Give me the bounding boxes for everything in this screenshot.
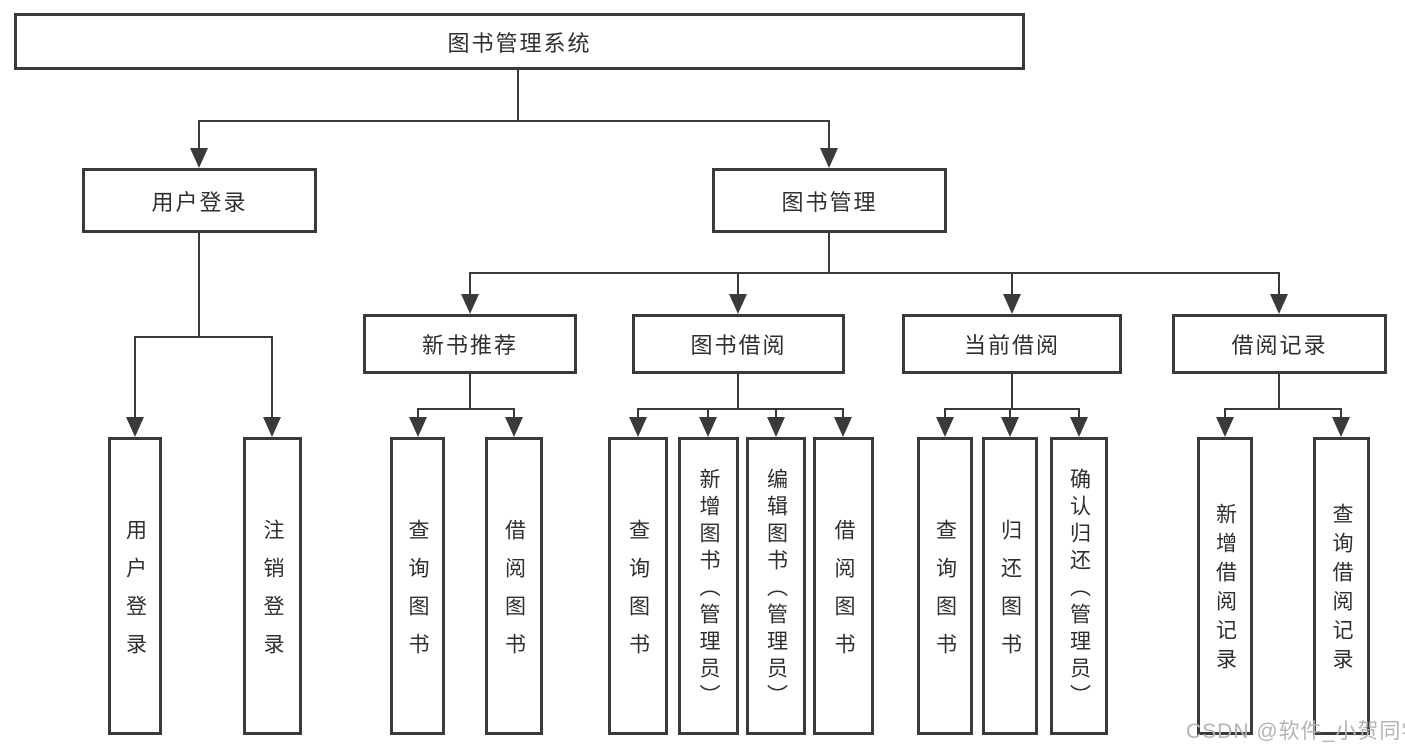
node-label: 当前借阅 [963,333,1060,358]
connector-line [1278,272,1280,296]
node-bb-borrow-books: 借阅图书 [813,437,874,735]
connector-line [198,233,200,336]
connector-line [1224,408,1342,410]
connector-line [775,408,777,420]
node-label: 查询图书 [626,518,650,671]
connector-line [517,70,519,121]
connector-line [944,408,1080,410]
node-label: 借阅记录 [1231,333,1328,358]
node-label: 查询图书 [406,518,429,671]
node-bb-edit-books-admin: 编辑图书（管理员） [746,437,806,735]
node-label: 图书管理 [781,189,878,215]
connector-line [1009,408,1011,420]
node-label: 编辑图书（管理员） [764,467,788,711]
arrow-down-icon [1216,417,1234,437]
node-rec-borrow-books: 借阅图书 [485,437,543,735]
connector-line [134,336,136,418]
connector-line [707,408,709,420]
node-label: 新增图书（管理员） [697,467,720,711]
node-book-management: 图书管理 [712,168,947,233]
arrow-down-icon [190,148,208,168]
node-borrowing-records: 借阅记录 [1172,314,1387,374]
connector-line [469,374,471,408]
connector-line [842,408,844,420]
node-label: 用户登录 [151,189,248,215]
connector-line [828,233,830,272]
node-label: 图书管理系统 [447,30,592,56]
arrow-down-icon [936,417,954,437]
node-label: 查询借阅记录 [1330,503,1353,677]
arrow-down-icon [1332,417,1350,437]
connector-line [469,272,471,296]
node-current-borrowing: 当前借阅 [902,314,1122,374]
connector-line [1078,408,1080,420]
node-cb-confirm-return-admin: 确认归还（管理员） [1050,437,1108,735]
node-label: 归还图书 [998,518,1022,671]
node-label: 图书借阅 [690,333,787,358]
node-logout: 注销登录 [243,437,302,735]
connector-line [637,408,639,420]
connector-line [828,120,830,150]
node-label: 新书推荐 [421,333,518,358]
connector-line [1011,374,1013,408]
connector-line [944,408,946,420]
arrow-down-icon [699,417,717,437]
node-label: 查询图书 [933,518,957,671]
arrow-down-icon [629,417,647,437]
watermark: CSDN @软件_小贺同学 [1186,720,1405,743]
node-cb-query-books: 查询图书 [917,437,973,735]
node-label: 确认归还（管理员） [1067,467,1091,711]
connector-line [1340,408,1342,420]
node-label: 借阅图书 [502,518,526,671]
connector-line [737,374,739,408]
arrow-down-icon [263,417,281,437]
node-bb-query-books: 查询图书 [608,437,668,735]
arrow-down-icon [834,417,852,437]
node-library-management-system: 图书管理系统 [14,13,1025,70]
arrow-down-icon [1070,417,1088,437]
node-br-add-record: 新增借阅记录 [1197,437,1253,735]
node-cb-return-books: 归还图书 [982,437,1038,735]
arrow-down-icon [409,417,427,437]
connector-line [271,336,273,418]
connector-line [1011,272,1013,296]
connector-line [513,408,515,420]
connector-line [469,272,1280,274]
connector-line [198,120,200,150]
arrow-down-icon [820,148,838,168]
connector-line [637,408,844,410]
node-rec-query-books: 查询图书 [390,437,445,735]
arrow-down-icon [126,417,144,437]
connector-line [134,336,273,338]
node-user-login-leaf: 用户登录 [108,437,162,735]
connector-line [417,408,419,420]
node-label: 用户登录 [123,518,147,671]
node-user-login: 用户登录 [82,168,317,233]
node-new-book-recommendation: 新书推荐 [363,314,577,374]
node-br-query-record: 查询借阅记录 [1313,437,1370,735]
connector-line [1278,374,1280,408]
connector-line [737,272,739,296]
arrow-down-icon [1270,294,1288,314]
arrow-down-icon [1001,417,1019,437]
connector-line [1224,408,1226,420]
node-book-borrowing: 图书借阅 [632,314,845,374]
node-label: 新增借阅记录 [1213,503,1237,677]
arrow-down-icon [505,417,523,437]
arrow-down-icon [767,417,785,437]
node-bb-add-books-admin: 新增图书（管理员） [678,437,739,735]
connector-line [198,120,830,122]
node-label: 注销登录 [261,518,284,671]
arrow-down-icon [461,294,479,314]
connector-line [417,408,515,410]
arrow-down-icon [729,294,747,314]
node-label: 借阅图书 [832,518,855,671]
arrow-down-icon [1003,294,1021,314]
